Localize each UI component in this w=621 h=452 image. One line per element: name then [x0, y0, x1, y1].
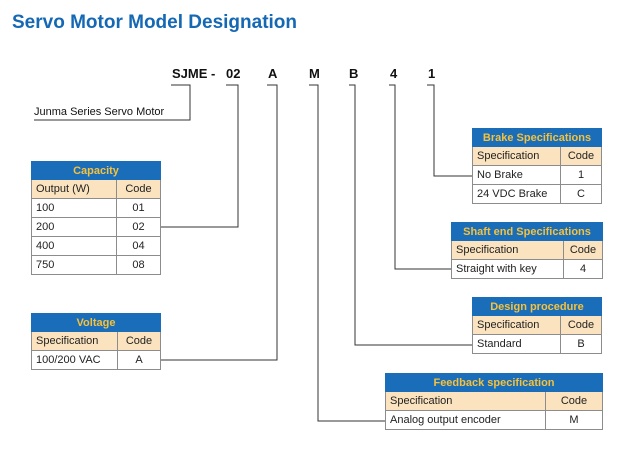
shaft-spec: Straight with key	[451, 259, 564, 279]
capacity-code: 08	[116, 255, 161, 275]
brake-title: Brake Specifications	[472, 128, 602, 147]
table-row: 24 VDC Brake C	[472, 184, 602, 204]
voltage-header-spec: Specification	[31, 331, 118, 351]
model-code-capacity: 02	[226, 66, 241, 81]
shaft-title: Shaft end Specifications	[451, 222, 603, 241]
feedback-code: M	[545, 410, 603, 430]
design-title: Design procedure	[472, 297, 602, 316]
capacity-code: 04	[116, 236, 161, 256]
feedback-table: Feedback specification Specification Cod…	[385, 373, 603, 430]
voltage-header-code: Code	[117, 331, 161, 351]
table-row: Standard B	[472, 334, 602, 354]
table-row: Straight with key 4	[451, 259, 603, 279]
capacity-header-row: Output (W) Code	[31, 179, 161, 199]
brake-header-code: Code	[560, 146, 602, 166]
shaft-code: 4	[563, 259, 603, 279]
table-row: 200 02	[31, 217, 161, 237]
model-code-feedback: M	[309, 66, 320, 81]
feedback-spec: Analog output encoder	[385, 410, 546, 430]
design-header-code: Code	[560, 315, 602, 335]
brake-code: C	[560, 184, 602, 204]
table-row: 750 08	[31, 255, 161, 275]
shaft-header-code: Code	[563, 240, 603, 260]
connector-design	[349, 84, 472, 346]
connector-voltage	[160, 84, 278, 361]
table-row: 100 01	[31, 198, 161, 218]
voltage-table: Voltage Specification Code 100/200 VAC A	[31, 313, 161, 370]
design-table: Design procedure Specification Code Stan…	[472, 297, 602, 354]
model-code-shaft: 4	[390, 66, 398, 81]
series-label: Junma Series Servo Motor	[34, 106, 165, 118]
page-title: Servo Motor Model Designation	[12, 12, 298, 33]
feedback-header-row: Specification Code	[385, 391, 603, 411]
capacity-output: 400	[31, 236, 117, 256]
connector-series	[34, 84, 191, 121]
connector-feedback	[309, 84, 385, 422]
model-code-prefix: SJME	[172, 66, 208, 81]
capacity-output: 100	[31, 198, 117, 218]
shaft-header-spec: Specification	[451, 240, 564, 260]
model-code-design: B	[349, 66, 359, 81]
capacity-code: 01	[116, 198, 161, 218]
capacity-header-code: Code	[116, 179, 161, 199]
design-code: B	[560, 334, 602, 354]
capacity-output: 750	[31, 255, 117, 275]
table-row: 100/200 VAC A	[31, 350, 161, 370]
feedback-title: Feedback specification	[385, 373, 603, 392]
voltage-spec: 100/200 VAC	[31, 350, 118, 370]
brake-spec: No Brake	[472, 165, 561, 185]
model-code-dash: -	[211, 66, 216, 81]
feedback-header-spec: Specification	[385, 391, 546, 411]
brake-spec: 24 VDC Brake	[472, 184, 561, 204]
design-spec: Standard	[472, 334, 561, 354]
capacity-header-output: Output (W)	[31, 179, 117, 199]
connector-shaft	[389, 84, 451, 270]
model-code-voltage: A	[268, 66, 278, 81]
design-header-spec: Specification	[472, 315, 561, 335]
voltage-code: A	[117, 350, 161, 370]
connector-brake	[427, 84, 472, 177]
capacity-title: Capacity	[31, 161, 161, 180]
shaft-header-row: Specification Code	[451, 240, 603, 260]
brake-header-spec: Specification	[472, 146, 561, 166]
brake-header-row: Specification Code	[472, 146, 602, 166]
table-row: No Brake 1	[472, 165, 602, 185]
brake-table: Brake Specifications Specification Code …	[472, 128, 602, 204]
table-row: Analog output encoder M	[385, 410, 603, 430]
capacity-code: 02	[116, 217, 161, 237]
model-code-brake: 1	[428, 66, 436, 81]
brake-code: 1	[560, 165, 602, 185]
feedback-header-code: Code	[545, 391, 603, 411]
voltage-title: Voltage	[31, 313, 161, 332]
table-row: 400 04	[31, 236, 161, 256]
shaft-table: Shaft end Specifications Specification C…	[451, 222, 603, 279]
design-header-row: Specification Code	[472, 315, 602, 335]
connector-capacity	[160, 84, 239, 228]
voltage-header-row: Specification Code	[31, 331, 161, 351]
capacity-table: Capacity Output (W) Code 100 01 200 02 4…	[31, 161, 161, 275]
capacity-output: 200	[31, 217, 117, 237]
